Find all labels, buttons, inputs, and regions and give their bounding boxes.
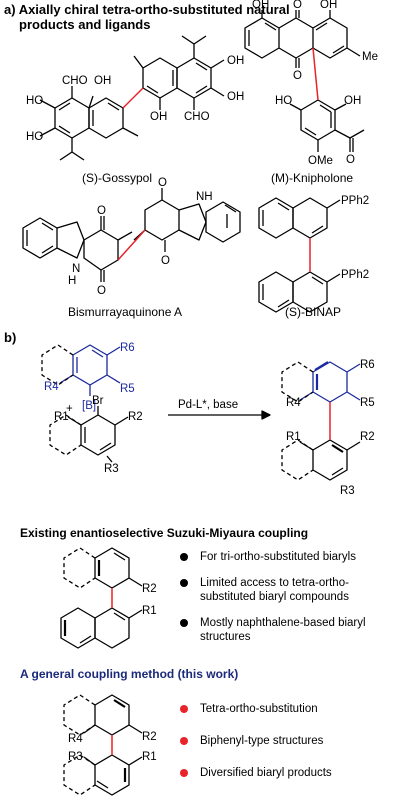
compound-label-bismurrayaquinone: Bismurrayaquinone A bbox=[68, 305, 183, 319]
this-work-bullet-item: Tetra-ortho-substitution bbox=[178, 702, 403, 716]
this-work-bullet-text: Diversified biaryl products bbox=[200, 767, 332, 779]
atom-label: CHO bbox=[62, 75, 88, 87]
this-work-heading: A general coupling method (this work) bbox=[20, 667, 239, 681]
this-work-bullet-text: Tetra-ortho-substitution bbox=[200, 703, 318, 715]
binap-structure bbox=[258, 197, 341, 313]
r-group-label: R1 bbox=[286, 431, 301, 443]
existing-bullet-item: For tri-ortho-substituted biaryls bbox=[178, 550, 403, 564]
r-group-label: R6 bbox=[120, 342, 135, 354]
bullet-dot bbox=[180, 705, 188, 713]
atom-label: PPh2 bbox=[341, 269, 369, 281]
bromide-fused-ring-dashed bbox=[49, 414, 82, 456]
boron-partner-structure bbox=[59, 344, 121, 396]
r-group-label: R1 bbox=[54, 411, 69, 423]
r-group-label: R2 bbox=[360, 431, 375, 443]
boron-fused-ring-dashed bbox=[41, 344, 74, 386]
this-work-structure bbox=[63, 694, 143, 796]
atom-label: O bbox=[158, 177, 167, 189]
boron-label: [B] bbox=[82, 400, 96, 412]
r-group-label: R4 bbox=[286, 397, 301, 409]
existing-method-heading: Existing enantioselective Suzuki-Miyaura… bbox=[20, 526, 309, 540]
atom-label: OH bbox=[94, 75, 111, 87]
r-group-label: R4 bbox=[68, 733, 83, 745]
r-group-label: R5 bbox=[360, 397, 375, 409]
atom-label: O bbox=[293, 0, 302, 11]
knipholone-structure bbox=[244, 10, 365, 152]
atom-label: O bbox=[346, 154, 355, 166]
atom-label: OH bbox=[227, 91, 244, 103]
atom-label: HO bbox=[26, 95, 43, 107]
compound-label-binap: (S)-BINAP bbox=[285, 305, 342, 319]
section-a-title-line1: a) Axially chiral tetra-ortho-substitute… bbox=[4, 2, 290, 17]
existing-bullet-item: Mostly naphthalene-based biaryl structur… bbox=[178, 616, 403, 644]
this-work-bullet-item: Diversified biaryl products bbox=[178, 766, 403, 780]
r-group-label: R6 bbox=[360, 359, 375, 371]
atom-label: Me bbox=[362, 51, 378, 63]
this-work-bullet-list: Tetra-ortho-substitution Biphenyl-type s… bbox=[178, 702, 403, 780]
atom-label: OMe bbox=[308, 155, 333, 167]
atom-label: OH bbox=[320, 0, 337, 11]
atom-label: O bbox=[161, 255, 170, 267]
atom-label: PPh2 bbox=[341, 195, 369, 207]
bullet-dot bbox=[180, 769, 188, 777]
this-work-bullet-text: Biphenyl-type structures bbox=[200, 735, 324, 747]
existing-bullet-text: For tri-ortho-substituted biaryls bbox=[200, 551, 356, 563]
this-work-bullet-item: Biphenyl-type structures bbox=[178, 734, 403, 748]
r-group-label: R3 bbox=[68, 751, 83, 763]
bullet-dot bbox=[180, 619, 188, 627]
knipholone-axis-bond bbox=[312, 47, 319, 101]
bullet-dot bbox=[180, 553, 188, 561]
existing-bullet-text: Limited access to tetra-ortho-substitute… bbox=[200, 577, 349, 603]
atom-label: OH bbox=[227, 55, 244, 67]
atom-label: H bbox=[68, 275, 76, 287]
atom-label: O bbox=[293, 70, 302, 82]
atom-label: OH bbox=[150, 111, 167, 123]
compound-label-gossypol: (S)-Gossypol bbox=[82, 171, 153, 185]
atom-label: OH bbox=[344, 95, 361, 107]
plus-sign: + bbox=[66, 403, 73, 415]
atom-label: HO bbox=[26, 131, 43, 143]
r-group-label: R5 bbox=[120, 383, 135, 395]
r-group-label: R2 bbox=[142, 583, 157, 595]
atom-label: O bbox=[97, 205, 106, 217]
existing-method-structure bbox=[60, 547, 143, 649]
r-group-label: R1 bbox=[142, 751, 157, 763]
gossypol-axis-bond bbox=[122, 87, 144, 109]
atom-label: CHO bbox=[184, 111, 210, 123]
reaction-conditions: Pd-L*, base bbox=[178, 399, 238, 411]
atom-label: N bbox=[72, 263, 80, 275]
bullet-dot bbox=[180, 579, 188, 587]
atom-label: O bbox=[97, 285, 106, 297]
section-a-title: a) Axially chiral tetra-ortho-substitute… bbox=[4, 2, 404, 32]
existing-bullet-text: Mostly naphthalene-based biaryl structur… bbox=[200, 617, 366, 643]
section-b-label: b) bbox=[4, 330, 17, 345]
reaction-arrow-head bbox=[261, 410, 271, 420]
r-group-label: R3 bbox=[104, 463, 119, 475]
bullet-dot bbox=[180, 737, 188, 745]
r-group-label: R2 bbox=[142, 731, 157, 743]
r-group-label: R2 bbox=[128, 411, 143, 423]
atom-label: NH bbox=[196, 191, 213, 203]
atom-label: OH bbox=[252, 0, 269, 11]
compound-label-knipholone: (M)-Knipholone bbox=[271, 171, 354, 185]
r-group-label: R3 bbox=[340, 485, 355, 497]
bismurrayaquinone-axis-bond bbox=[117, 229, 146, 261]
atom-label: HO bbox=[275, 95, 292, 107]
bromo-label: Br bbox=[92, 395, 104, 407]
section-a-title-line2: products and ligands bbox=[19, 17, 151, 32]
bromide-partner-structure bbox=[67, 406, 129, 463]
existing-bullet-item: Limited access to tetra-ortho-substitute… bbox=[178, 576, 403, 604]
r-group-label: R1 bbox=[142, 605, 157, 617]
product-structure bbox=[281, 361, 361, 481]
r-group-label: R4 bbox=[44, 381, 59, 393]
existing-bullet-list: For tri-ortho-substituted biaryls Limite… bbox=[178, 550, 403, 644]
